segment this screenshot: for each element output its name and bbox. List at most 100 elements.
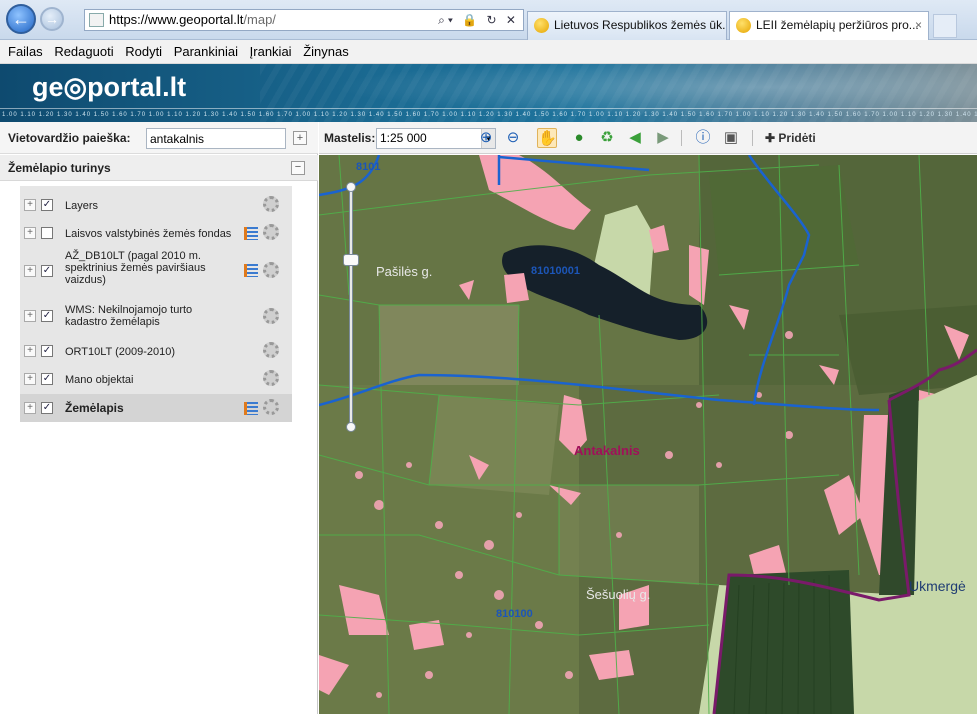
chevron-down-icon[interactable]: ▼ — [481, 129, 495, 148]
layer-expand-button[interactable]: + — [24, 227, 36, 239]
map-label-ukmerge: Ukmergė — [909, 578, 966, 594]
address-bar-icons[interactable]: ⌕▾ 🔒 ↻ ✕ — [438, 13, 519, 27]
scale-select[interactable]: 1:25 000 ▼ — [376, 128, 496, 149]
zoom-slider-top-cap — [346, 182, 356, 192]
left-panel: Vietovardžio paieška: + Žemėlapio turiny… — [0, 122, 318, 714]
next-extent-icon[interactable]: ▶ — [657, 129, 669, 146]
layer-row-az-db10lt: + ✓ AŽ_DB10LT (pagal 2010 m. spektrinius… — [20, 248, 292, 296]
scale-value: 1:25 000 — [380, 131, 427, 145]
map-toolbar: Mastelis: 1:25 000 ▼ ⊕ ⊖ ✋ ● ♻ ◀ ▶ ⓘ ▣ ✚… — [319, 122, 977, 154]
geoportal-logo[interactable]: ge◎portal.lt — [32, 72, 187, 102]
layer-expand-button[interactable]: + — [24, 373, 36, 385]
layer-checkbox[interactable]: ✓ — [41, 345, 53, 357]
layer-label: WMS: Nekilnojamojo turto kadastro žemėla… — [65, 304, 193, 328]
layer-checkbox[interactable] — [41, 227, 53, 239]
menu-item-edit[interactable]: Redaguoti — [54, 44, 114, 59]
tab-label: Lietuvos Respublikos žemės ūk... — [554, 18, 727, 32]
layer-checkbox[interactable]: ✓ — [41, 373, 53, 385]
forward-arrow-icon[interactable]: → — [40, 7, 64, 31]
ie-page-icon — [736, 18, 751, 33]
browser-tab-2[interactable]: LEII žemėlapių peržiūros pro... × — [729, 11, 929, 40]
menu-item-file[interactable]: Failas — [8, 44, 43, 59]
layer-checkbox[interactable]: ✓ — [41, 265, 53, 277]
refresh-icon[interactable]: ♻ — [600, 129, 614, 146]
scale-label: Mastelis: — [324, 131, 376, 145]
gear-icon[interactable] — [263, 308, 279, 324]
tab-label: LEII žemėlapių peržiūros pro... — [756, 18, 919, 32]
map-label-sesuoliu: Šešuolių g. — [586, 587, 651, 602]
legend-list-icon[interactable] — [244, 264, 258, 277]
map-label-antakalnis: Antakalnis — [574, 443, 640, 458]
layer-expand-button[interactable]: + — [24, 310, 36, 322]
search-input[interactable] — [146, 128, 286, 149]
previous-extent-icon[interactable]: ◀ — [629, 129, 641, 146]
toolbar-separator — [752, 130, 753, 146]
layer-row-my-objects: + ✓ Mano objektai — [20, 366, 292, 392]
url-path: /map/ — [243, 12, 276, 27]
zoom-slider-track[interactable] — [349, 188, 353, 426]
search-expand-button[interactable]: + — [293, 131, 307, 145]
map-label-pasiles: Pašilės g. — [376, 264, 433, 279]
layer-expand-button[interactable]: + — [24, 345, 36, 357]
place-search-row: Vietovardžio paieška: + — [0, 122, 318, 154]
globe-icon[interactable]: ● — [574, 129, 584, 146]
header-map-texture — [260, 64, 977, 122]
zoom-slider[interactable] — [343, 182, 359, 432]
address-bar[interactable]: https://www.geoportal.lt/map/ ⌕▾ 🔒 ↻ ✕ — [84, 9, 524, 31]
menu-item-tools[interactable]: Įrankiai — [249, 44, 292, 59]
layer-checkbox[interactable]: ✓ — [41, 402, 53, 414]
collapse-button[interactable]: − — [291, 161, 305, 175]
layer-label: Mano objektai — [65, 374, 134, 386]
add-button[interactable]: ✚ Pridėti — [765, 131, 816, 145]
layer-row-free-state-land: + Laisvos valstybinės žemės fondas — [20, 220, 292, 246]
layer-checkbox[interactable]: ✓ — [41, 310, 53, 322]
gear-icon[interactable] — [263, 262, 279, 278]
layer-expand-button[interactable]: + — [24, 199, 36, 211]
menubar: Failas Redaguoti Rodyti Parankiniai Įran… — [0, 40, 977, 64]
zoom-out-icon[interactable]: ⊖ — [506, 129, 520, 146]
layer-row-ort10lt: + ✓ ORT10LT (2009-2010) — [20, 338, 292, 364]
layer-list: + ✓ Layers + Laisvos valstybinės žemės f… — [20, 186, 292, 422]
zoom-slider-handle[interactable] — [343, 254, 359, 266]
map-canvas[interactable]: 8101 81010001 810100 Pašilės g. Antakaln… — [319, 155, 977, 714]
layer-label: AŽ_DB10LT (pagal 2010 m. spektrinius žem… — [65, 250, 206, 286]
gear-icon[interactable] — [263, 342, 279, 358]
menu-item-view[interactable]: Rodyti — [125, 44, 163, 59]
legend-list-icon[interactable] — [244, 402, 258, 415]
menu-item-favorites[interactable]: Parankiniai — [173, 44, 239, 59]
map-imagery — [319, 155, 977, 714]
parcel-code-label: 81010001 — [531, 265, 580, 277]
info-icon[interactable]: ⓘ — [695, 129, 711, 146]
layer-label: ORT10LT (2009-2010) — [65, 346, 176, 358]
pan-icon[interactable]: ✋ — [537, 128, 557, 148]
save-icon[interactable]: ▣ — [723, 129, 739, 146]
layer-row-base-map: + ✓ Žemėlapis — [20, 394, 292, 422]
layer-row-layers: + ✓ Layers — [20, 192, 292, 218]
geoportal-header: ge◎portal.lt 1.00 1.10 1.20 1.30 1.40 1.… — [0, 64, 977, 122]
gear-icon[interactable] — [263, 224, 279, 240]
browser-tab-1[interactable]: Lietuvos Respublikos žemės ūk... — [527, 11, 727, 40]
menu-item-help[interactable]: Žinynas — [303, 44, 349, 59]
back-arrow-icon[interactable]: ← — [6, 4, 36, 34]
layer-label: Žemėlapis — [65, 401, 124, 415]
gear-icon[interactable] — [263, 196, 279, 212]
gear-icon[interactable] — [263, 399, 279, 415]
layer-expand-button[interactable]: + — [24, 402, 36, 414]
legend-list-icon[interactable] — [244, 227, 258, 240]
layer-label: Laisvos valstybinės žemės fondas — [65, 228, 232, 240]
search-label: Vietovardžio paieška: — [8, 131, 131, 145]
tab-close-icon[interactable]: × — [914, 18, 922, 32]
layer-expand-button[interactable]: + — [24, 265, 36, 277]
layer-label: Layers — [65, 200, 99, 212]
toolbar-separator — [681, 130, 682, 146]
header-ruler: 1.00 1.10 1.20 1.30 1.40 1.50 1.60 1.70 … — [0, 108, 977, 122]
zoom-in-icon[interactable]: ⊕ — [479, 129, 493, 146]
layer-row-wms-cadastre: + ✓ WMS: Nekilnojamojo turto kadastro že… — [20, 300, 292, 334]
parcel-code-label: 810100 — [496, 608, 533, 620]
map-content-header: Žemėlapio turinys − — [0, 155, 318, 181]
new-tab-button[interactable] — [933, 14, 957, 38]
layer-checkbox[interactable]: ✓ — [41, 199, 53, 211]
ie-page-icon — [534, 18, 549, 33]
gear-icon[interactable] — [263, 370, 279, 386]
page-favicon-icon — [89, 13, 104, 27]
